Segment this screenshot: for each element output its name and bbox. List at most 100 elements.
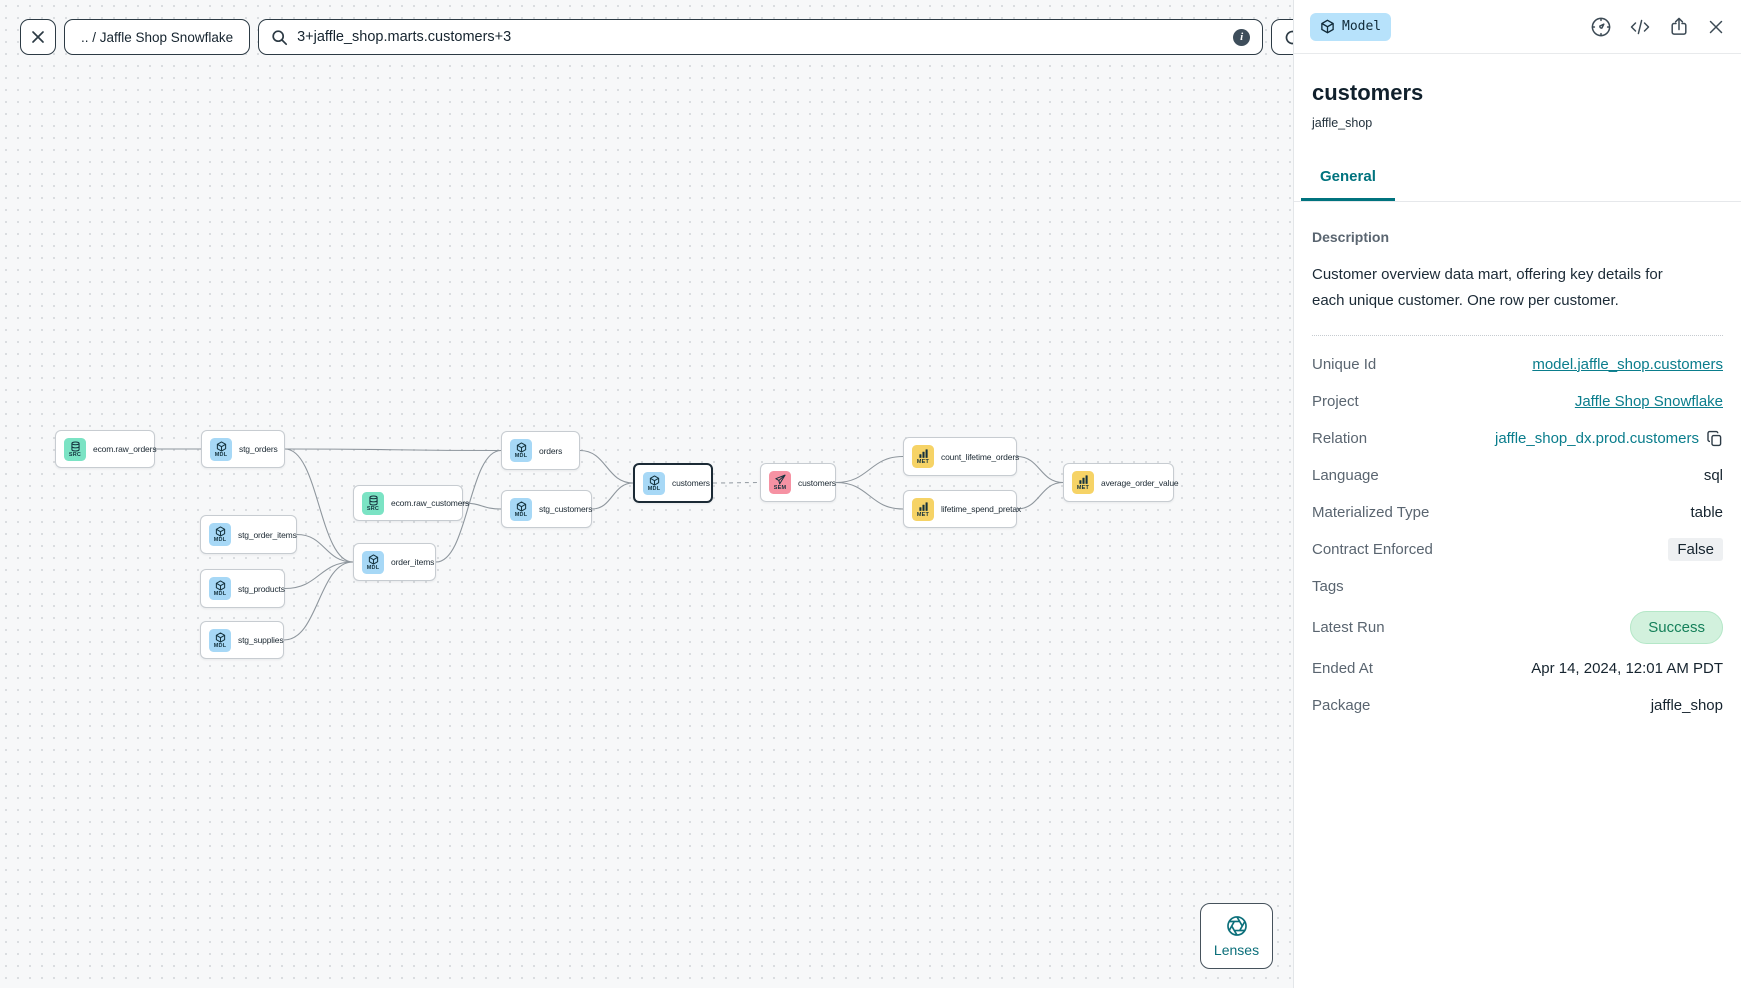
edge-customers-to-customers_sem — [712, 481, 761, 484]
field-label: Ended At — [1312, 659, 1373, 677]
info-icon[interactable]: i — [1233, 28, 1251, 46]
node-kind-label: MDL — [366, 564, 380, 571]
node-label: stg_products — [238, 583, 285, 594]
field-label: Contract Enforced — [1312, 540, 1433, 558]
refresh-button[interactable] — [1271, 19, 1293, 55]
cube-icon: MDL — [209, 577, 231, 600]
edge-orders-to-customers — [579, 449, 634, 484]
lineage-topbar: .. / Jaffle Shop Snowflake i — [20, 19, 1293, 55]
field-value[interactable]: Jaffle Shop Snowflake — [1574, 392, 1723, 410]
detail-row-package: Package jaffle_shop — [1312, 687, 1723, 724]
node-kind-label: MET — [916, 511, 930, 518]
node-kind-label: SRC — [366, 505, 380, 512]
edge-customers_sem-to-lifetime_spend_pretax — [835, 481, 904, 510]
node-label: customers — [798, 477, 836, 488]
lenses-aperture-icon — [1226, 915, 1247, 936]
cube-icon: MDL — [209, 628, 231, 652]
dag-node-stg_order_items[interactable]: MDL stg_order_items — [200, 515, 297, 554]
node-label: orders — [539, 445, 563, 456]
field-value[interactable]: model.jaffle_shop.customers — [1532, 355, 1723, 373]
breadcrumb[interactable]: .. / Jaffle Shop Snowflake — [64, 19, 251, 55]
dag-node-orders[interactable]: MDL orders — [501, 431, 580, 470]
field-value[interactable]: jaffle_shop_dx.prod.customers — [1495, 430, 1723, 447]
copy-icon[interactable] — [1706, 430, 1723, 447]
dag-node-stg_supplies[interactable]: MDL stg_supplies — [200, 621, 284, 659]
dag-node-count_lifetime_orders[interactable]: MET count_lifetime_orders — [903, 437, 1020, 476]
field-label: Unique Id — [1312, 355, 1377, 373]
field-value: sql — [1703, 466, 1723, 484]
node-kind-label: MET — [916, 459, 930, 465]
description-text: Customer overview data mart, offering ke… — [1312, 266, 1663, 310]
field-value-text: jaffle_shop_dx.prod.customers — [1494, 429, 1699, 447]
description-label: Description — [1312, 229, 1390, 245]
node-kind-label: MDL — [514, 453, 528, 459]
breadcrumb-label: .. / Jaffle Shop Snowflake — [81, 29, 234, 45]
node-label: ecom.raw_orders — [93, 444, 157, 454]
share-icon — [1671, 17, 1687, 35]
dag-node-average_order_value[interactable]: MET average_order_value — [1063, 463, 1179, 502]
search-icon — [272, 29, 288, 45]
tab-general[interactable]: General — [1301, 168, 1395, 201]
dag-node-customers_sem[interactable]: SEM customers — [760, 463, 836, 502]
node-label: stg_customers — [539, 504, 593, 514]
detail-row-relation: Relation jaffle_shop_dx.prod.customers — [1312, 420, 1723, 457]
bars-icon: MET — [912, 445, 934, 468]
selector-input[interactable] — [297, 29, 1225, 45]
cube-icon: MDL — [209, 523, 231, 546]
detail-row-tags: Tags — [1312, 568, 1723, 605]
view-code-button[interactable] — [1629, 16, 1651, 38]
node-label: ecom.raw_customers — [391, 498, 470, 508]
dag-node-lifetime_spend_pretax[interactable]: MET lifetime_spend_pretax — [903, 490, 1021, 528]
dag-node-customers[interactable]: MDL customers — [633, 463, 713, 503]
node-label: count_lifetime_orders — [941, 451, 1020, 462]
database-icon: SRC — [64, 437, 86, 461]
node-label: average_order_value — [1101, 477, 1179, 488]
lineage-search-bar[interactable]: i — [258, 19, 1264, 55]
node-label: stg_supplies — [238, 635, 284, 645]
field-label: Relation — [1312, 429, 1368, 447]
detail-row-ended-at: Ended At Apr 14, 2024, 12:01 AM PDT — [1312, 650, 1723, 687]
node-kind-label: MDL — [647, 485, 661, 492]
node-kind-label: MDL — [213, 642, 227, 649]
node-kind-label: MET — [1076, 485, 1090, 491]
explore-button[interactable] — [1590, 16, 1612, 38]
node-kind-label: MDL — [214, 451, 228, 458]
close-icon — [1709, 20, 1723, 33]
dag-node-ecom_raw_orders[interactable]: SRC ecom.raw_orders — [55, 430, 157, 468]
close-panel-button[interactable] — [1707, 18, 1725, 36]
field-value: table — [1690, 503, 1723, 521]
cube-icon: MDL — [362, 550, 384, 574]
edge-stg_orders-to-orders — [284, 448, 502, 452]
model-cube-icon — [1321, 19, 1334, 34]
node-label: lifetime_spend_pretax — [941, 504, 1022, 514]
node-kind-label: MDL — [213, 591, 227, 597]
close-lineage-button[interactable] — [20, 19, 56, 55]
node-label: customers — [672, 478, 710, 488]
lenses-button[interactable]: Lenses — [1200, 903, 1273, 969]
field-label: Package — [1312, 696, 1371, 714]
field-value: Success — [1630, 610, 1723, 644]
share-button[interactable] — [1668, 16, 1690, 38]
field-value: Apr 14, 2024, 12:01 AM PDT — [1531, 659, 1723, 677]
panel-body: customers jaffle_shop General Descriptio… — [1294, 54, 1741, 988]
field-value: False — [1668, 537, 1723, 561]
field-value: jaffle_shop — [1650, 696, 1723, 714]
dag-node-stg_products[interactable]: MDL stg_products — [200, 569, 285, 608]
node-kind-label: SEM — [773, 485, 787, 491]
dag-node-ecom_raw_customers[interactable]: SRC ecom.raw_customers — [353, 485, 469, 521]
detail-row-contract-enforced: Contract Enforced False — [1312, 531, 1723, 568]
resource-type-badge: Model — [1310, 12, 1392, 41]
details-panel: Model — [1293, 0, 1741, 988]
edge-stg_order_items-to-order_items — [296, 533, 354, 563]
node-label: stg_order_items — [238, 529, 297, 540]
field-label: Tags — [1312, 577, 1344, 595]
node-title: customers — [1312, 80, 1424, 105]
